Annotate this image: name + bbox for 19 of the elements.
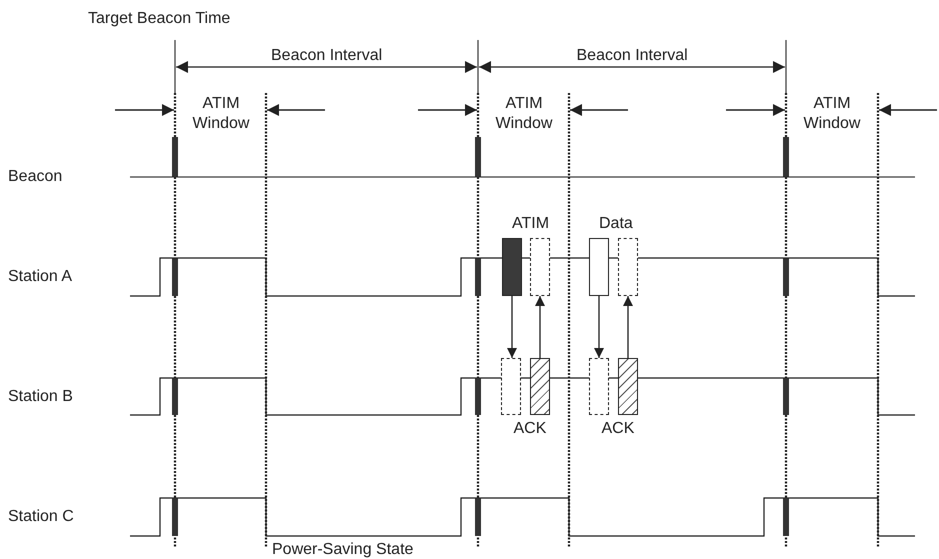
text-label: Station A <box>8 268 72 286</box>
arrow <box>623 296 633 358</box>
text-label: ATIM Window <box>802 94 862 134</box>
frame-label: ACK <box>602 420 634 438</box>
frame-label: ACK <box>514 420 546 438</box>
arrow <box>507 296 517 358</box>
text-label: Beacon Interval <box>271 47 382 65</box>
frame-label: Data <box>599 215 633 233</box>
frame-label: ATIM <box>512 215 550 233</box>
text-label: ATIM Window <box>192 94 250 134</box>
text-label: Target Beacon Time <box>88 10 230 28</box>
text-label: Station C <box>8 508 74 526</box>
text-label: ATIM Window <box>494 94 554 134</box>
arrow <box>594 296 604 358</box>
text-label: Beacon Interval <box>576 47 688 65</box>
text-label: Beacon <box>8 168 62 186</box>
arrow <box>535 296 545 358</box>
text-label: Station B <box>8 388 73 406</box>
text-label: Power-Saving State <box>272 541 414 559</box>
